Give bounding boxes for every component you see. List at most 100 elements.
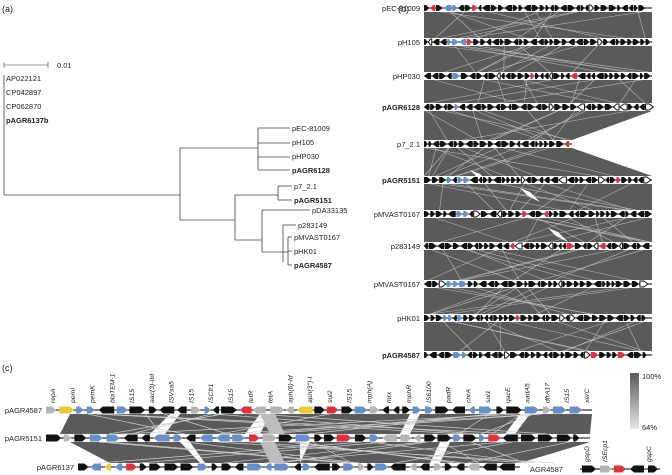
gene-arrow [513, 39, 519, 45]
gene-arrow [598, 243, 606, 249]
gene-arrow [609, 73, 614, 79]
gene-arrow [479, 434, 486, 442]
gene-label: qacE [505, 387, 512, 403]
inversion-link [431, 287, 514, 315]
gene-arrow [517, 73, 524, 79]
gene-arrow [431, 73, 439, 79]
inversion-link [550, 217, 646, 243]
homology-band [424, 111, 652, 140]
gene-arrow [430, 315, 436, 321]
gene-arrow [606, 211, 611, 217]
homology-band [440, 442, 590, 463]
gene-arrow [556, 141, 564, 147]
gene-arrow [568, 39, 575, 45]
gene-arrow [446, 177, 452, 183]
inversion-link [513, 249, 561, 281]
scale-bar-label: 0.01 [57, 61, 72, 70]
homology-band [424, 322, 652, 351]
gene-arrow [554, 5, 560, 11]
gene-arrow [447, 39, 452, 45]
gene-arrow [574, 211, 580, 217]
gene-arrow [628, 177, 633, 183]
gene-label: repA [50, 388, 57, 403]
inversion-link [476, 45, 526, 73]
inversion-link [502, 249, 520, 281]
cross-link [223, 441, 423, 464]
inversion-link [469, 249, 545, 281]
gene-arrow [430, 104, 436, 110]
gene-arrow [599, 315, 607, 321]
gene-label: blaTEM-1 [109, 373, 116, 403]
inversion-link [477, 11, 538, 39]
inversion-link [459, 11, 578, 39]
gene-arrow [627, 39, 632, 45]
gene-arrow [631, 243, 636, 249]
gene-arrow [600, 5, 608, 11]
gene-arrow [123, 434, 138, 442]
gene-arrow [239, 406, 252, 414]
gene-arrow [590, 352, 599, 358]
track-label: pHP030 [393, 72, 420, 81]
gene-label: mph(A) [366, 381, 373, 403]
gene-arrow [452, 243, 460, 249]
gene-arrow [440, 141, 447, 147]
tree-leaf-highlight: pAGR6128 [292, 166, 330, 175]
gene-arrow [437, 434, 452, 442]
gene-arrow [588, 4, 595, 12]
track-label: pAGR6128 [382, 103, 420, 112]
gene-arrow [530, 73, 535, 79]
gene-arrow [623, 281, 632, 287]
gene-arrow [164, 463, 179, 471]
region-track-label: pAGR6137 [37, 463, 74, 472]
inversion-link [523, 79, 616, 104]
track-label: p7_2.1 [397, 140, 420, 149]
gene-arrow [614, 465, 626, 473]
inversion-link [486, 321, 505, 352]
gene-arrow [495, 281, 500, 287]
gene-arrow [618, 242, 624, 250]
gene-arrow [548, 103, 555, 111]
inversion-link [477, 45, 532, 73]
panel-b-label: (b) [398, 4, 409, 14]
gene-arrow [543, 211, 548, 217]
gene-arrow [458, 141, 465, 147]
gene-arrow [541, 281, 548, 287]
gene-arrow [295, 434, 312, 442]
gene-arrow [496, 406, 504, 414]
gene-arrow [523, 39, 530, 45]
gene-arrow [582, 243, 587, 249]
gene-arrow [432, 141, 440, 147]
gene-arrow [574, 243, 582, 249]
cross-link [100, 413, 520, 435]
gene-arrow [552, 406, 567, 414]
gene-arrow [626, 73, 632, 79]
gene-arrow [621, 5, 628, 11]
gene-arrow [460, 73, 469, 79]
homology-band [424, 184, 652, 210]
gene-arrow [501, 73, 505, 79]
gene-arrow [492, 39, 500, 45]
gene-arrow [451, 406, 465, 414]
cross-link [121, 413, 519, 435]
gene-arrow [593, 281, 602, 287]
gene-arrow [641, 243, 650, 249]
cross-link [312, 441, 352, 464]
gene-arrow [617, 5, 621, 11]
cross-link [441, 441, 479, 464]
gene-arrow [511, 177, 516, 183]
inversion-link [547, 183, 631, 211]
gene-arrow [618, 211, 625, 217]
gene-arrow [343, 463, 355, 471]
gene-arrow [465, 104, 473, 110]
gene-arrow [570, 73, 578, 79]
inversion-link [569, 183, 588, 211]
gene-arrow [644, 73, 651, 79]
gene-arrow [570, 104, 577, 110]
gene-arrow [529, 39, 537, 45]
gene-arrow [460, 243, 468, 249]
gene-arrow [632, 39, 640, 45]
inversion-link [467, 11, 642, 39]
gene-arrow [549, 5, 554, 11]
gene-arrow [424, 5, 430, 11]
